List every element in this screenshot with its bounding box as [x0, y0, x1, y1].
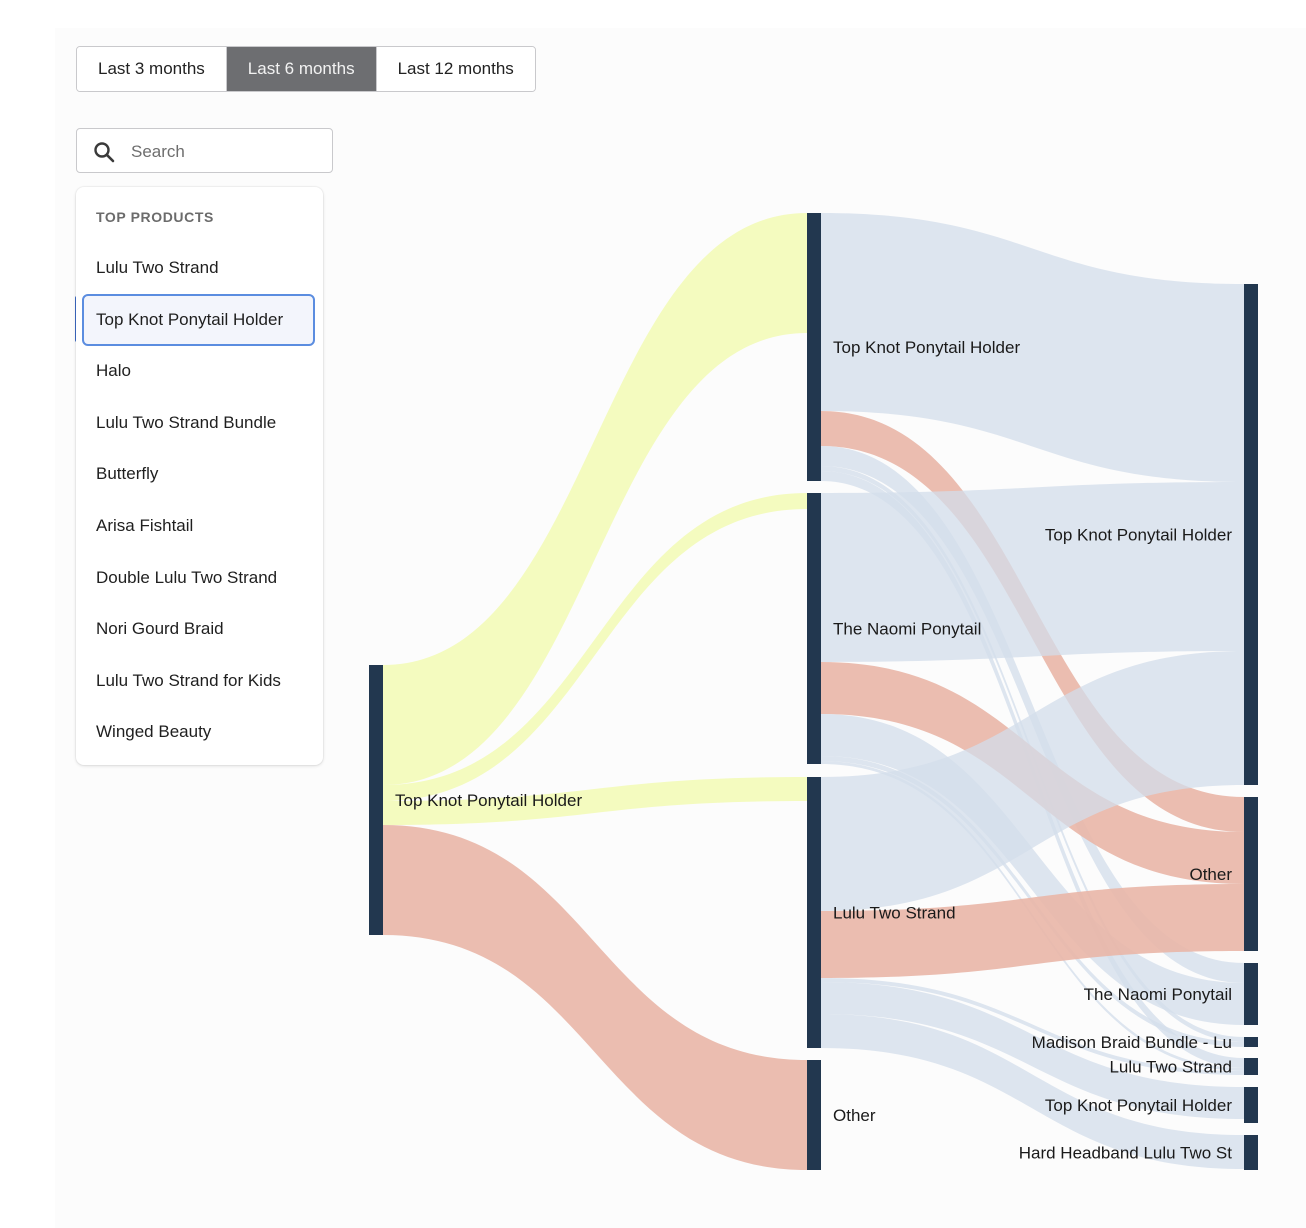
sankey-node-label: The Naomi Ponytail — [1084, 985, 1232, 1004]
sankey-node[interactable] — [807, 213, 821, 481]
product-item[interactable]: Arisa Fishtail — [96, 516, 194, 535]
product-item[interactable]: Top Knot Ponytail Holder — [82, 293, 315, 346]
product-item[interactable]: Lulu Two Strand Bundle — [96, 412, 277, 432]
sankey-node[interactable] — [369, 665, 383, 935]
sankey-link[interactable] — [821, 651, 1244, 911]
sankey-node-label: Madison Braid Bundle - Lu — [1032, 1033, 1232, 1052]
sankey-node[interactable] — [1244, 1135, 1258, 1170]
product-item[interactable]: Winged Beauty — [96, 722, 212, 742]
product-item[interactable]: Halo — [96, 361, 131, 381]
product-item[interactable]: Lulu Two Strand for Kids — [96, 670, 281, 690]
sankey-link[interactable] — [821, 213, 1244, 482]
sankey-node[interactable] — [807, 1060, 821, 1170]
sankey-link[interactable] — [383, 825, 807, 1170]
sankey-node-label: Lulu Two Strand — [1109, 1058, 1232, 1077]
product-item[interactable]: Double Lulu Two Strand — [96, 567, 278, 587]
sankey-node[interactable] — [807, 493, 821, 764]
sankey-node-label: The Naomi Ponytail — [833, 620, 981, 639]
range-button-last-6-months[interactable]: Last 6 months — [226, 47, 377, 91]
sankey-node-label: Lulu Two Strand — [833, 904, 956, 923]
sankey-node-label: Top Knot Ponytail Holder — [1045, 1096, 1232, 1115]
sankey-link[interactable] — [821, 982, 1244, 1119]
search-box[interactable] — [76, 128, 333, 174]
product-item[interactable]: Lulu Two Strand — [96, 258, 219, 277]
sankey-node-label: Top Knot Ponytail Holder — [395, 791, 582, 810]
sankey-links — [383, 213, 1244, 1170]
sankey-node[interactable] — [1244, 284, 1258, 785]
range-button-last-3-months[interactable]: Last 3 months — [77, 47, 227, 91]
sankey-link[interactable] — [821, 1014, 1244, 1169]
sankey-node[interactable] — [807, 777, 821, 1048]
sankey-node[interactable] — [1244, 1087, 1258, 1123]
top-products-heading: TOP PRODUCTS — [96, 209, 214, 225]
sankey-link[interactable] — [821, 978, 1244, 1075]
sankey-link[interactable] — [821, 714, 1244, 1025]
sankey-link[interactable] — [821, 884, 1244, 978]
search-icon — [94, 142, 115, 163]
sankey-node[interactable] — [1244, 797, 1258, 951]
sankey-node-label: Other — [1189, 865, 1232, 884]
sankey-node-label: Top Knot Ponytail Holder — [1045, 526, 1232, 545]
sankey-node-label: Top Knot Ponytail Holder — [833, 338, 1020, 357]
sankey-link[interactable] — [383, 493, 807, 801]
sankey-link[interactable] — [821, 482, 1244, 662]
sankey-node-label: Other — [833, 1106, 876, 1125]
product-item[interactable]: Nori Gourd Braid — [96, 619, 224, 639]
product-item[interactable]: Butterfly — [96, 464, 159, 484]
sankey-link[interactable] — [383, 213, 807, 785]
sankey-node[interactable] — [1244, 1058, 1258, 1075]
search-input[interactable] — [129, 129, 328, 174]
range-button-last-12-months[interactable]: Last 12 months — [376, 47, 535, 91]
sankey-node-label: Hard Headband Lulu Two St — [1019, 1144, 1233, 1163]
sankey-link[interactable] — [383, 777, 807, 825]
sankey-node[interactable] — [1244, 1037, 1258, 1047]
sankey-node[interactable] — [1244, 963, 1258, 1025]
